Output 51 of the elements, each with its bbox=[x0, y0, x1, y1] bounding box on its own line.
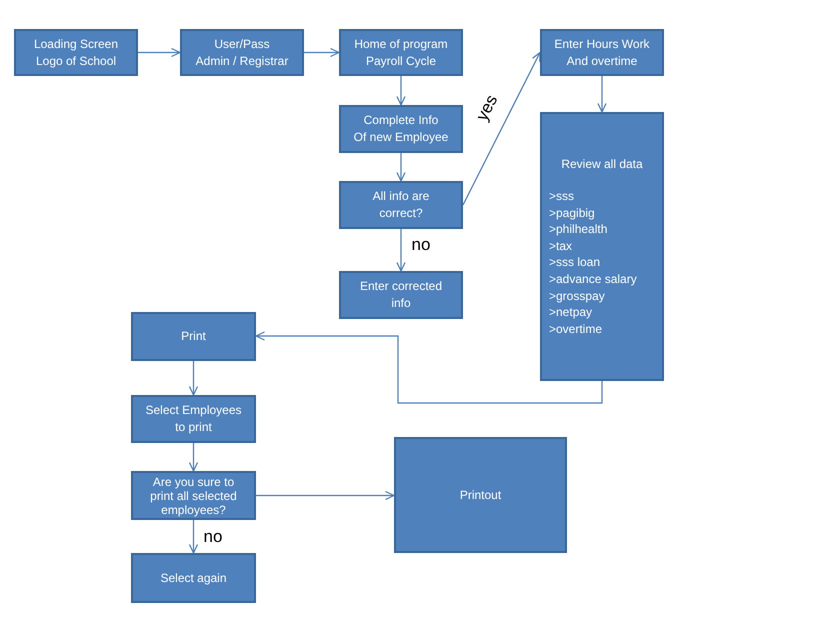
step-text: Of new Employee bbox=[354, 129, 448, 146]
list-item: >sss loan bbox=[548, 254, 600, 271]
arrow bbox=[138, 48, 181, 58]
step-text: Select again bbox=[160, 570, 227, 586]
list-item: >sss bbox=[548, 188, 574, 205]
process-box bbox=[540, 112, 664, 381]
process-box bbox=[180, 29, 304, 76]
list-item: >advance salary bbox=[548, 270, 637, 288]
step-text: Complete Info bbox=[364, 112, 438, 129]
list-item: >netpay bbox=[548, 304, 592, 321]
list-item: >philhealth bbox=[548, 221, 608, 238]
step-text: User/Pass bbox=[214, 36, 270, 52]
list-item: >pagibig bbox=[548, 204, 595, 222]
process-box bbox=[394, 437, 567, 553]
arrow bbox=[396, 76, 406, 106]
step-heading: Review all data bbox=[561, 156, 643, 172]
process-box bbox=[14, 29, 138, 76]
arrow bbox=[462, 52, 541, 206]
arrow bbox=[188, 443, 198, 472]
arrow bbox=[396, 153, 406, 182]
process-box bbox=[131, 553, 256, 603]
process-box bbox=[339, 29, 463, 76]
list-item: >grosspay bbox=[548, 288, 605, 304]
arrow bbox=[396, 229, 406, 272]
step-text: All info are correct? bbox=[372, 188, 430, 222]
arrow bbox=[188, 520, 198, 554]
step-text: Loading Screen bbox=[34, 36, 118, 52]
process-box bbox=[339, 105, 463, 153]
arrow bbox=[304, 48, 340, 58]
process-box bbox=[131, 471, 256, 520]
step-text: Print bbox=[181, 328, 206, 345]
process-box bbox=[131, 395, 256, 443]
step-text: Payroll Cycle bbox=[366, 52, 436, 70]
arrow bbox=[256, 490, 395, 500]
process-box bbox=[540, 29, 664, 76]
step-text: Logo of School bbox=[36, 52, 116, 70]
arrow bbox=[597, 76, 607, 113]
step-text: Home of program bbox=[354, 36, 448, 52]
list-item: >overtime bbox=[548, 320, 602, 338]
process-box bbox=[339, 181, 463, 229]
arrow bbox=[188, 361, 198, 396]
step-text: Printout bbox=[460, 486, 502, 504]
step-text: Select Employees to print bbox=[144, 402, 243, 436]
list-item: >tax bbox=[548, 238, 572, 254]
process-box bbox=[339, 271, 463, 319]
step-text: Enter corrected info bbox=[358, 278, 444, 312]
step-text: And overtime bbox=[566, 52, 638, 70]
step-text: Enter Hours Work bbox=[554, 36, 650, 52]
step-text: Admin / Registrar bbox=[196, 52, 288, 70]
step-text: Are you sure to print all selected employees? bbox=[149, 474, 238, 516]
process-box bbox=[131, 312, 256, 361]
